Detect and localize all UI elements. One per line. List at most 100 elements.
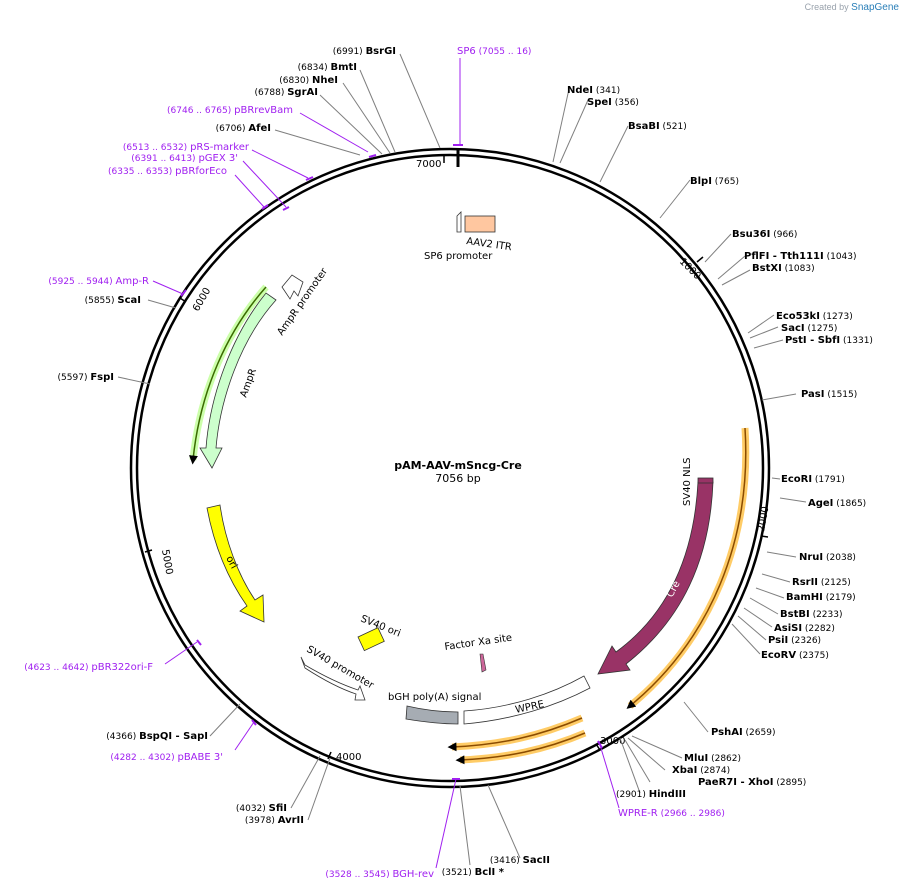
bgh-polya-feature[interactable]	[405, 705, 459, 725]
primer-label: (4282 .. 4302) pBABE 3'	[110, 752, 223, 763]
primer-mark	[180, 289, 187, 297]
enzyme-label: PaeR7I - XhoI (2895)	[698, 777, 806, 788]
enzyme-label: (3521) BclI *	[442, 867, 505, 878]
ampr-promoter-label: AmpR promoter	[275, 266, 330, 338]
enzyme-label: Eco53kI (1273)	[776, 311, 853, 322]
primer-label: SP6 (7055 .. 16)	[457, 46, 531, 57]
enzyme-label: EcoRV (2375)	[761, 650, 829, 661]
enzyme-label: NdeI (341)	[567, 85, 620, 96]
wpre-orf-1-line	[447, 717, 583, 752]
primer-mark	[305, 176, 314, 181]
primer-label: (6746 .. 6765) pBRrevBam	[167, 105, 293, 116]
enzyme-labels: (6991) BsrGI (6834) BmtI (6830) NheI(6788)…	[58, 46, 873, 878]
ori-feature[interactable]	[206, 504, 265, 623]
ampr-label: AmpR	[238, 367, 259, 399]
primer-label: (5925 .. 5944) Amp-R	[48, 276, 149, 287]
enzyme-label: BamHI (2179)	[786, 592, 856, 603]
tick-mark	[760, 535, 769, 538]
enzyme-label: (6706) AfeI	[216, 123, 271, 134]
enzyme-label: PshAI (2659)	[711, 727, 775, 738]
wpre-feature[interactable]	[463, 675, 591, 725]
primer-label: (6391 .. 6413) pGEX 3'	[131, 153, 238, 164]
tick-label-6000: 6000	[191, 286, 213, 314]
sv40-promoter-feature[interactable]	[300, 656, 366, 701]
enzyme-label: PflFI - Tth111I (1043)	[744, 251, 857, 262]
enzyme-label: PasI (1515)	[801, 389, 857, 400]
primer-label: (6335 .. 6353) pBRforEco	[108, 166, 227, 177]
primer-leaders	[152, 58, 620, 869]
primer-mark	[196, 639, 202, 646]
tick-mark	[595, 743, 601, 751]
enzyme-label: (3978) AvrII	[245, 815, 304, 826]
tick-mark	[179, 297, 187, 303]
cre-feature[interactable]	[597, 481, 714, 675]
enzyme-label: (6834) BmtI	[298, 62, 357, 73]
enzyme-label: BstBI (2233)	[780, 609, 843, 620]
enzyme-leaders	[117, 53, 807, 866]
sp6-promoter-label: SP6 promoter	[424, 251, 493, 262]
factor-xa-label: Factor Xa site	[444, 633, 513, 653]
primer-mark	[282, 206, 290, 211]
bgh-polya-label: bGH poly(A) signal	[388, 692, 481, 703]
snapgene-credit: Created by SnapGene	[805, 2, 899, 13]
enzyme-label: (6991) BsrGI	[333, 46, 396, 57]
enzyme-label: EcoRI (1791)	[781, 474, 845, 485]
tick-mark	[327, 751, 332, 760]
enzyme-label: AgeI (1865)	[808, 498, 866, 509]
tick-label-3000: 3000	[600, 736, 625, 747]
ampr-orf-line	[188, 286, 267, 465]
primer-mark	[597, 740, 603, 749]
enzyme-label: NruI (2038)	[799, 552, 856, 563]
sv40-ori-feature[interactable]	[357, 627, 385, 652]
sp6-promoter-feature[interactable]	[456, 211, 462, 233]
primer-mark	[368, 154, 377, 158]
tick-label-7000: 7000	[416, 159, 441, 170]
tick-label-4000: 4000	[336, 752, 361, 763]
ampr-feature[interactable]	[199, 292, 277, 469]
enzyme-label: Bsu36I (966)	[732, 229, 797, 240]
tick-mark	[144, 549, 153, 553]
enzyme-label: (5597) FspI	[58, 372, 114, 383]
primer-label: (4623 .. 4642) pBR322ori-F	[24, 662, 153, 673]
wpre-label: WPRE	[514, 699, 545, 716]
primer-mark	[261, 204, 269, 210]
tick-label-5000: 5000	[159, 549, 174, 576]
primer-labels: SP6 (7055 .. 16) (6746 .. 6765) pBRrevBam…	[24, 46, 725, 880]
tick-mark	[696, 256, 704, 263]
enzyme-label: PsiI (2326)	[768, 635, 821, 646]
ampr-promoter-feature[interactable]	[281, 274, 304, 300]
enzyme-label: SacI (1275)	[781, 323, 837, 334]
enzyme-label: AsiSI (2282)	[774, 623, 835, 634]
factor-xa-feature[interactable]	[479, 653, 487, 673]
tick-label-2000: 2000	[756, 506, 771, 533]
enzyme-label: (5855) ScaI	[85, 295, 141, 306]
enzyme-label: (2901) HindIII	[616, 789, 686, 800]
aav2-itr-feature[interactable]	[464, 215, 496, 233]
enzyme-label: BstXI (1083)	[752, 263, 815, 274]
primer-label: (3528 .. 3545) BGH-rev	[325, 869, 434, 880]
enzyme-label: (4366) BspQI - SapI	[106, 731, 208, 742]
enzyme-label: (3416) SacII	[490, 855, 550, 866]
wpre-orf-2-line	[455, 732, 586, 765]
enzyme-label: (6830) NheI	[279, 75, 338, 86]
credit-prefix: Created by	[804, 2, 849, 12]
sv40-nls-feature[interactable]	[697, 477, 714, 484]
backbone-inner	[135, 153, 765, 783]
ori-label: ori	[223, 554, 239, 571]
enzyme-label: BlpI (765)	[690, 176, 739, 187]
enzyme-label: XbaI (2874)	[672, 765, 730, 776]
enzyme-label: (4032) SfiI	[236, 803, 287, 814]
plasmid-title: pAM-AAV-mSncg-Cre	[394, 459, 522, 472]
cre-orf-line	[626, 427, 747, 709]
primer-label: WPRE-R (2966 .. 2986)	[618, 808, 725, 819]
enzyme-label: MluI (2862)	[684, 753, 741, 764]
enzyme-label: (6788) SgrAI	[254, 87, 318, 98]
enzyme-label: PstI - SbfI (1331)	[785, 335, 873, 346]
primer-label: (6513 .. 6532) pRS-marker	[123, 142, 250, 153]
enzyme-label: SpeI (356)	[587, 97, 639, 108]
sv40-nls-label: SV40 NLS	[682, 458, 693, 507]
enzyme-label: BsaBI (521)	[628, 121, 687, 132]
plasmid-length: 7056 bp	[435, 472, 480, 485]
snapgene-logo: SnapGene	[851, 2, 899, 13]
